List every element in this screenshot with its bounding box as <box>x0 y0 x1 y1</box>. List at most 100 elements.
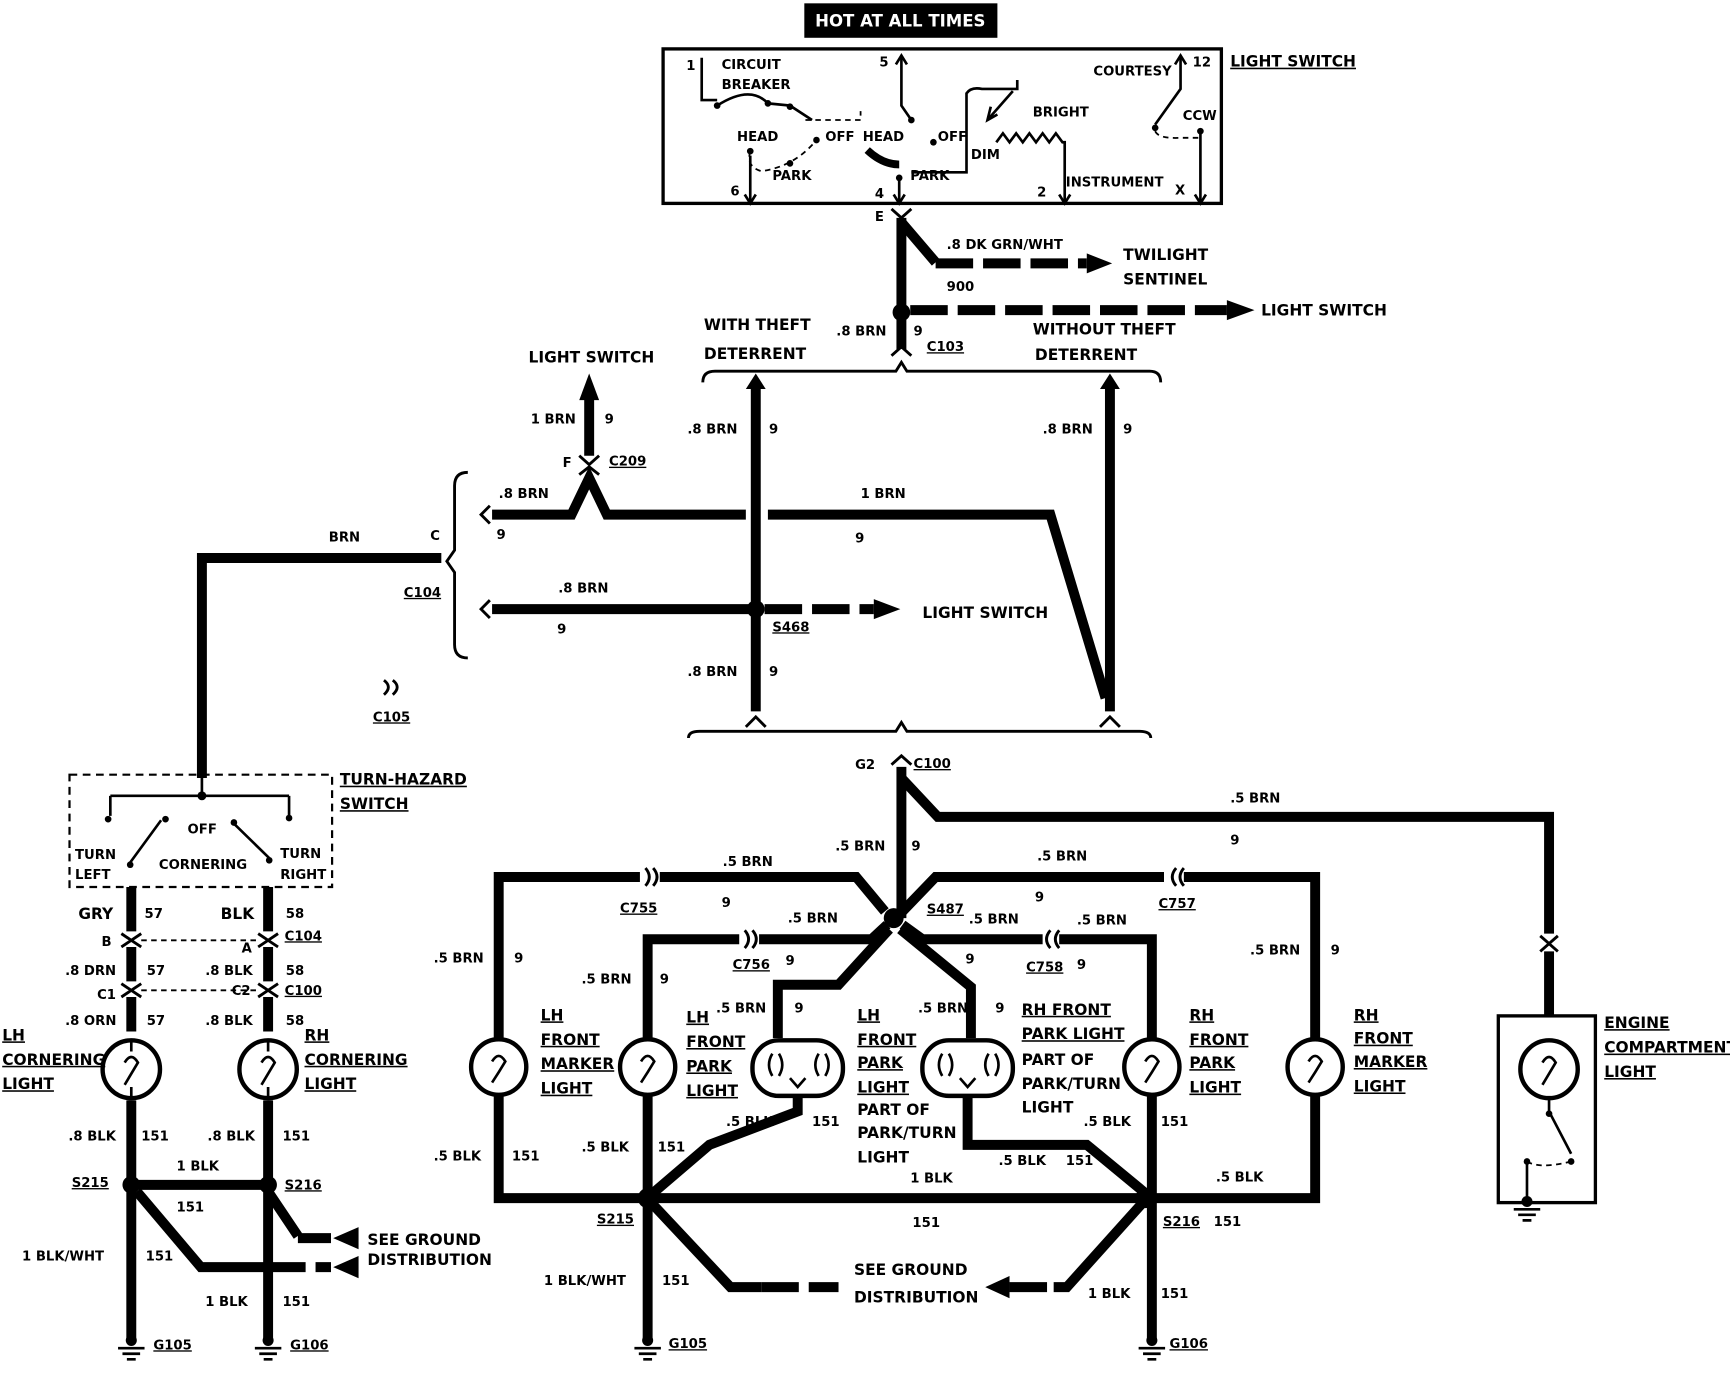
lh-marker-ground-circuit-label: 151 <box>512 1149 540 1164</box>
pin-f-label: F <box>563 456 572 471</box>
c209-wire-label: 1 BRN <box>531 412 576 427</box>
c209-circuit-label: 9 <box>605 412 614 427</box>
circuit-breaker-label-2: BREAKER <box>722 78 791 93</box>
c755-wire-label: .5 BRN <box>723 855 773 870</box>
g2-circuit-label: 9 <box>911 839 920 854</box>
s215-right-splice-label: S215 <box>597 1213 634 1228</box>
lh-cornering-label-3: LIGHT <box>2 1075 54 1093</box>
lh-57c-circuit-label: 57 <box>147 1014 165 1029</box>
lh-57a-circuit-label: 57 <box>145 907 163 922</box>
bright-label: BRIGHT <box>1033 106 1089 121</box>
lh-cornering-label-2: CORNERING <box>2 1051 105 1069</box>
lh-parkturn-label-5: PART OF <box>857 1101 930 1119</box>
rh-ground-wire-label: 1 BLK <box>205 1295 248 1310</box>
pin-g2-label: G2 <box>855 758 875 773</box>
ccw-label: CCW <box>1183 109 1217 124</box>
off-label-2: OFF <box>938 130 967 145</box>
light-switch-label: LIGHT SWITCH <box>1230 53 1356 71</box>
rh-c104-connector-label: C104 <box>285 929 322 944</box>
without-theft-label-2: DETERRENT <box>1035 346 1138 364</box>
light-switch-assembly: LIGHT SWITCH CIRCUIT BREAKER COURTESY CC… <box>661 47 1356 225</box>
front-blkwht-circuit-label: 151 <box>662 1274 690 1289</box>
pin-5-label: 5 <box>879 56 888 71</box>
ground-icon <box>1138 1334 1166 1361</box>
rh-park-label-2: FRONT <box>1189 1031 1248 1049</box>
g105-left-ground-label: G105 <box>153 1338 191 1353</box>
rh-blk-a-wire-label: .8 BLK <box>205 964 253 979</box>
lh-park-label-1: LH <box>686 1009 709 1027</box>
rh-cornering-ground-circuit-label: 151 <box>282 1129 310 1144</box>
turn-hazard-label-2: SWITCH <box>340 795 409 813</box>
c758-wire-label: .5 BRN <box>1077 914 1127 929</box>
middle-harness: LIGHT SWITCH 1 BRN 9 F C209 .8 BRN 9 1 B… <box>196 348 1153 779</box>
lh-marker-circuit-label: 9 <box>514 951 523 966</box>
s468-circuit-label: 9 <box>557 622 566 637</box>
turn-right-label-1: TURN <box>280 847 321 862</box>
lh-turn-ground-wire-label: .5 BLK <box>726 1115 774 1130</box>
rh-turn-ground-circuit-label: 151 <box>1066 1154 1094 1169</box>
lh-front-marker-lamp-icon <box>468 1037 529 1098</box>
with-theft-label-1: WITH THEFT <box>704 316 811 334</box>
with-theft-label-2: DETERRENT <box>704 345 807 363</box>
lh-front-park-lamp-icon <box>617 1037 678 1098</box>
cornering-switch-label: CORNERING <box>159 858 247 873</box>
cornering-crossover-circuit-label: 151 <box>177 1200 205 1215</box>
c103-connector-label: C103 <box>927 340 964 355</box>
engine-feed-wire-label: .5 BRN <box>1230 791 1280 806</box>
pin-12-label: 12 <box>1193 56 1211 71</box>
lh-park-label-4: LIGHT <box>686 1082 738 1100</box>
g106-left-ground-label: G106 <box>290 1338 328 1353</box>
turn-hazard-switch: TURN-HAZARD SWITCH OFF CORNERING TURN LE… <box>68 771 467 889</box>
rh-parkturn-label-4: PARK/TURN <box>1022 1075 1121 1093</box>
rh-c100-connector-label: C100 <box>285 984 322 999</box>
upper-right-wire-label: 1 BRN <box>861 487 906 502</box>
light-switch-top-right-label: LIGHT SWITCH <box>1261 302 1387 320</box>
s487-right-wire-label: .5 BRN <box>969 913 1019 928</box>
light-switch-up-label: LIGHT SWITCH <box>528 348 654 366</box>
lh-park-ground-circuit-label: 151 <box>658 1140 686 1155</box>
pin-c2-label: C2 <box>232 984 251 999</box>
rh-marker-wire-label: .5 BRN <box>1250 944 1300 959</box>
pin-6-label: 6 <box>730 185 739 200</box>
pin-a-label: A <box>242 941 253 956</box>
courtesy-label: COURTESY <box>1093 65 1172 80</box>
rh-park-label-4: LIGHT <box>1189 1079 1241 1097</box>
front-lights-circuit: .5 BRN 9 .5 BRN 9 S487 .5 BRN 9 C755 .5 … <box>434 766 1730 1361</box>
ground-icon <box>634 1334 661 1361</box>
engine-light-label-3: LIGHT <box>1604 1063 1656 1081</box>
s468-splice-label: S468 <box>772 620 809 635</box>
upper-left-circuit-label: 9 <box>496 528 505 543</box>
lh-marker-label-2: FRONT <box>541 1031 600 1049</box>
lh-turn-ground-circuit-label: 151 <box>812 1115 840 1130</box>
rh-turn-ground-wire-label: .5 BLK <box>999 1154 1047 1169</box>
rh-cornering-label-3: LIGHT <box>305 1075 357 1093</box>
lh-parkturn-label-1: LH <box>857 1006 880 1024</box>
ground-bus-circuit-label: 151 <box>912 1216 940 1231</box>
c757-circuit-label: 9 <box>1035 890 1044 905</box>
off-switch-label: OFF <box>188 823 217 838</box>
rh-marker-label-4: LIGHT <box>1354 1077 1406 1095</box>
c100-connector-label: C100 <box>914 757 951 772</box>
park-label-1: PARK <box>772 169 812 184</box>
pin-2-label: 2 <box>1037 186 1046 201</box>
rh-parkturn-label-3: PART OF <box>1022 1051 1095 1069</box>
circuit-breaker-label-1: CIRCUIT <box>722 58 781 73</box>
without-theft-circuit-label: 9 <box>1123 422 1132 437</box>
c756-circuit-label: 9 <box>786 954 795 969</box>
lh-marker-label-3: MARKER <box>541 1055 615 1073</box>
light-switch-s468-label: LIGHT SWITCH <box>922 604 1048 622</box>
with-theft-lower-wire-label: .8 BRN <box>687 665 737 680</box>
front-right-ground-circuit-label: 151 <box>1161 1287 1189 1302</box>
rh-marker-label-1: RH <box>1354 1006 1379 1024</box>
front-right-ground-wire-label: 1 BLK <box>1088 1287 1131 1302</box>
twilight-sentinel-label-1: TWILIGHT <box>1123 246 1208 264</box>
c757-connector-label: C757 <box>1158 897 1195 912</box>
with-theft-wire-label: .8 BRN <box>687 422 737 437</box>
pin-c-label: C <box>430 529 440 544</box>
s487-splice-label: S487 <box>927 903 964 918</box>
rh-front-marker-lamp-icon <box>1285 1037 1345 1098</box>
see-ground-left-label-1: SEE GROUND <box>367 1231 481 1249</box>
head-label-1: HEAD <box>737 130 778 145</box>
rh-58c-circuit-label: 58 <box>286 1014 304 1029</box>
